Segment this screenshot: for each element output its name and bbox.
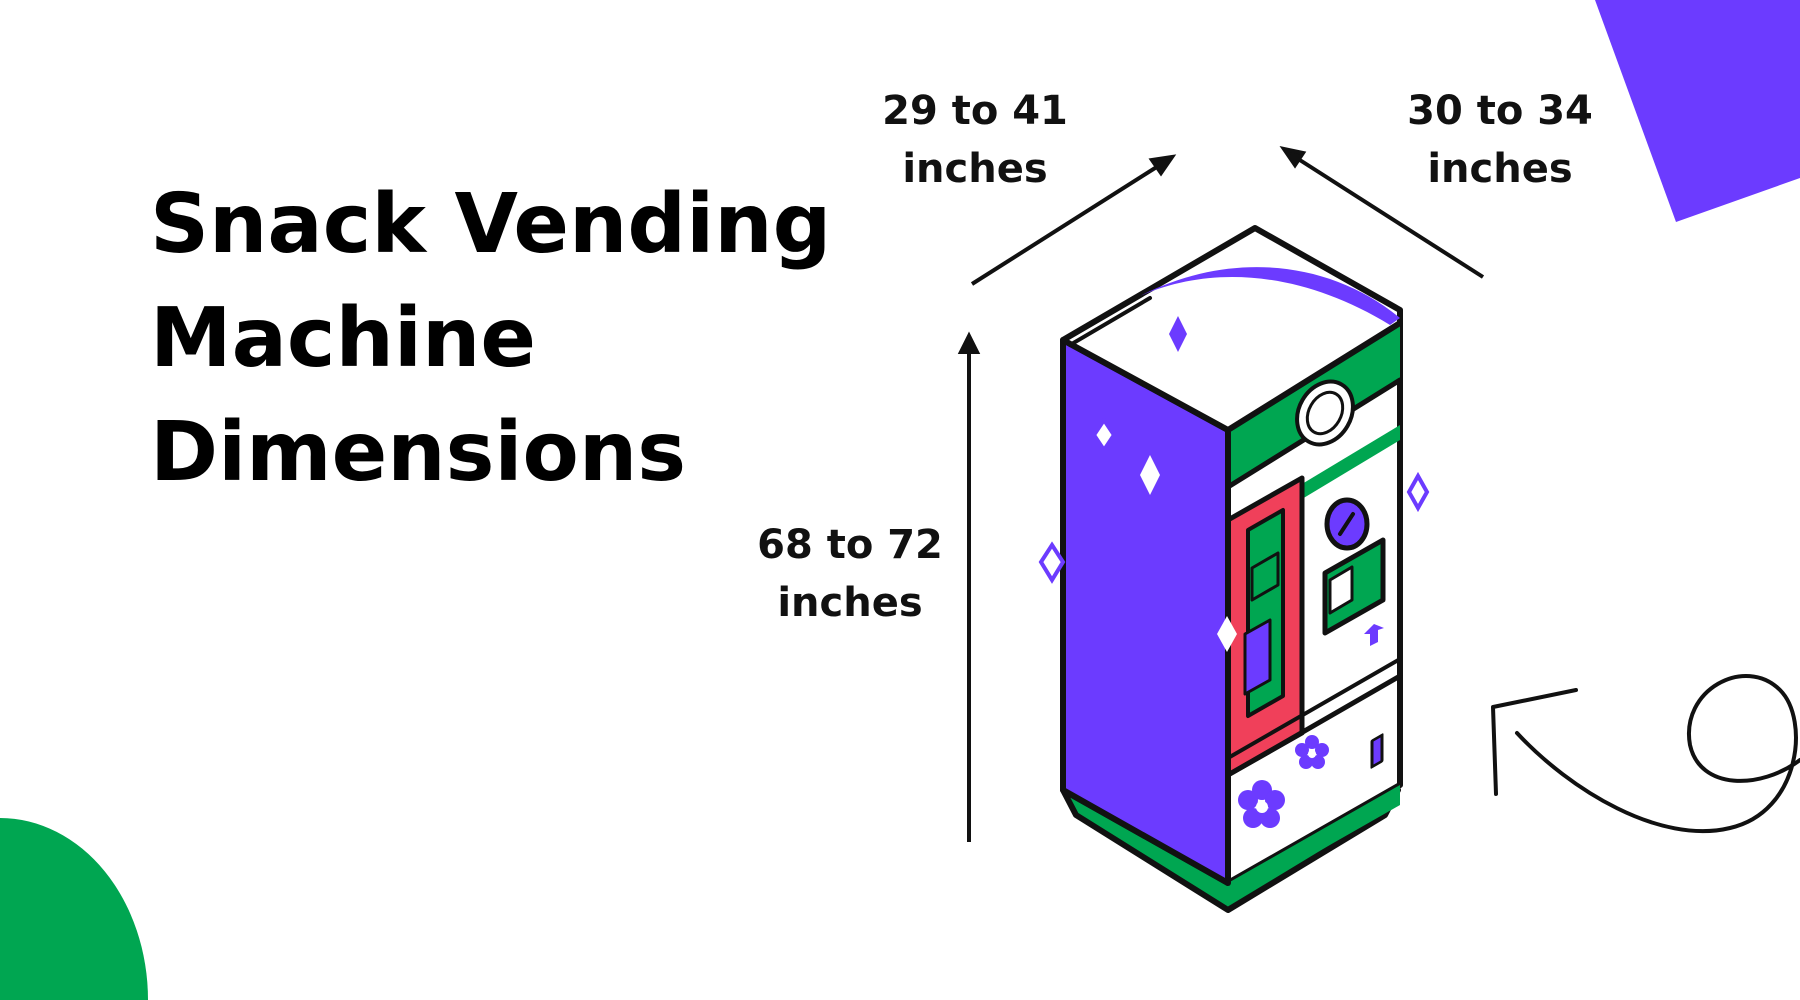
width-value: 30 to 34 [1407,88,1593,134]
height-arrow-icon [957,331,981,842]
title-line-1: Snack Vending [150,177,832,272]
curly-arrow-icon [1491,673,1800,834]
width-unit: inches [1427,146,1573,192]
purple-corner-shape [1595,0,1800,222]
depth-unit: inches [902,146,1048,192]
vending-machine-icon [1060,225,1403,913]
title-line-3: Dimensions [150,405,687,500]
depth-label: 29 to 41 inches [855,82,1095,198]
depth-value: 29 to 41 [882,88,1068,134]
sparkle-icon [1038,316,1430,652]
green-corner-circle [0,818,148,1000]
depth-arrow-icon [970,154,1177,286]
title-line-2: Machine [150,291,537,386]
page-title: Snack Vending Machine Dimensions [150,168,831,510]
height-value: 68 to 72 [757,522,943,568]
width-label: 30 to 34 inches [1380,82,1620,198]
up-arrow-icon [1364,624,1384,646]
height-label: 68 to 72 inches [730,516,970,632]
flower-decor [1238,735,1329,828]
width-arrow-icon [1279,146,1485,279]
height-unit: inches [777,580,923,626]
